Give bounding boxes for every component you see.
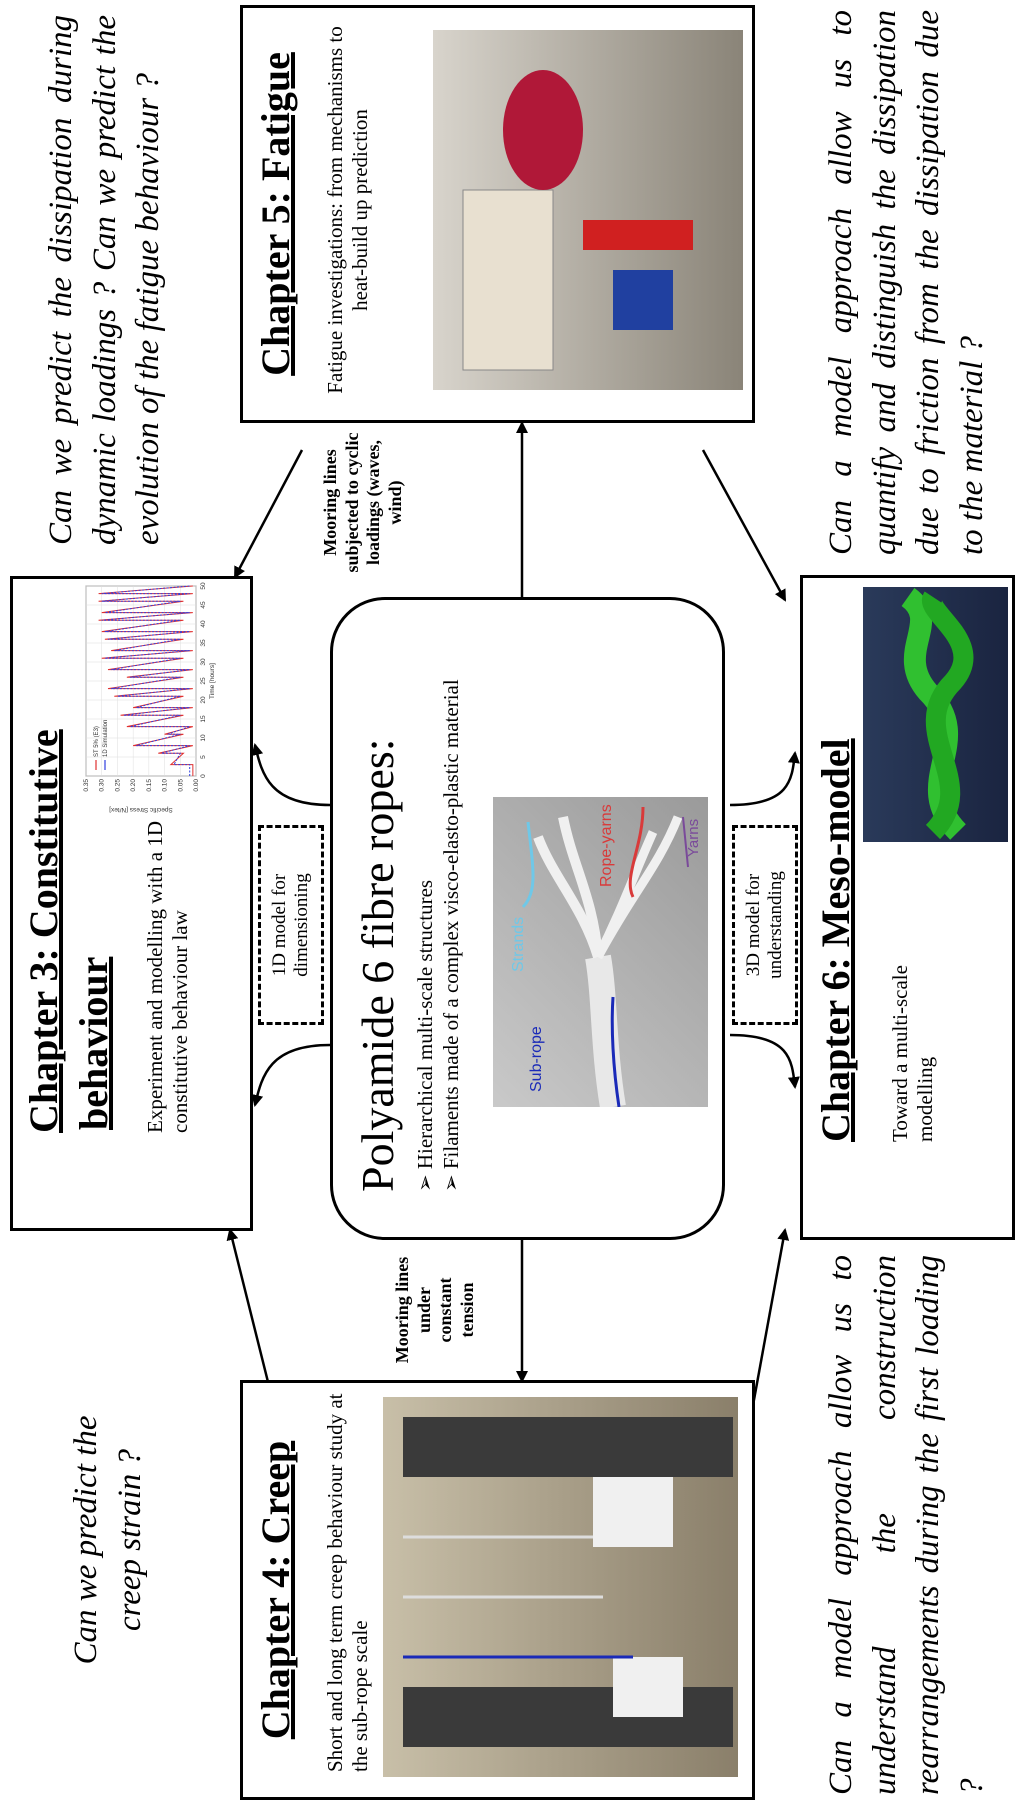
model-3d-box: 3D model for understanding [732, 825, 798, 1025]
meso-model-render [863, 587, 1008, 842]
chart-series-line-2 [101, 585, 191, 776]
chapter6-title: Chapter 6: Meso-model [813, 738, 858, 1142]
chapter5-box: Chapter 5: Fatigue Fatigue investigation… [240, 5, 755, 423]
question-construction: Can a model approach allow us to underst… [823, 1255, 990, 1795]
chart-legend-label: 1D Simulation [103, 720, 109, 757]
stress-time-chart: 0 5 10 15 20 25 30 35 40 45 50 0.00 0.05 0.10 0.15 0.20… [83, 582, 216, 813]
curve-1d-lower [251, 1043, 331, 1107]
label-sub-rope: Sub-rope [528, 1026, 545, 1092]
center-bullet-2: ➢ Filaments made of a complex visco-elas… [439, 679, 463, 1192]
label-rope-yarns: Rope-yarns [598, 804, 615, 887]
center-bullet-2-text: Filaments made of a complex visco-elasto… [439, 679, 463, 1170]
chart-x-axis-label: Time [hours] [209, 663, 216, 699]
chart-x-tick-label: 15 [200, 715, 207, 723]
chart-x-tick-label: 50 [200, 582, 207, 590]
curve-3d-lower [729, 1033, 800, 1089]
sub-rope-line [610, 996, 621, 1107]
chart-x-tick-label: 25 [200, 677, 207, 685]
chart-x-tick-label: 0 [200, 774, 207, 778]
creep-test-illustration [403, 1417, 733, 1747]
label-yarns: Yarns [685, 819, 702, 857]
chart-x-tick-label: 10 [200, 734, 207, 742]
chapter5-description: Fatigue investigations: from mechanisms … [323, 26, 373, 394]
chart-x-tick-label: 5 [200, 755, 207, 759]
chapter4-title: Chapter 4: Creep [253, 1440, 298, 1740]
chapter3-box: Chapter 3: Constitutive behaviour Experi… [10, 576, 253, 1231]
red-rope-coil [503, 70, 583, 190]
chart-y-axis-label: Specific Stress [N/tex] [109, 806, 173, 813]
chart-legend-label: ST 5% (E3) [94, 726, 100, 757]
curve-1d-upper [251, 743, 331, 807]
strands-line [521, 821, 535, 909]
label-cyclic-loadings: Mooring lines subjected to cyclic loadin… [320, 432, 405, 573]
chart-y-tick-label: 0.35 [83, 779, 90, 792]
chapter4-box: Chapter 4: Creep Short and long term cre… [240, 1380, 755, 1800]
center-bullet-1: ➢ Hierarchical multi-scale structures [413, 879, 437, 1192]
center-box: Polyamide 6 fibre ropes: ➢ Hierarchical … [330, 597, 725, 1240]
label-strands: Strands [510, 917, 527, 972]
meso-model-illustration [900, 588, 974, 840]
question-creep: Can we predict the creep strain ? [68, 1415, 148, 1665]
red-rope-specimen [583, 220, 693, 250]
strand-4 [594, 815, 683, 960]
fatigue-test-photo [433, 30, 743, 390]
chart-x-tick-label: 30 [200, 658, 207, 666]
rope-photo: Sub-rope Strands Rope-yarns Yarns [493, 797, 708, 1107]
chart-x-tick-label: 40 [200, 620, 207, 628]
chart-x-tick-label: 35 [200, 639, 207, 647]
chart-y-tick-label: 0.15 [146, 779, 153, 792]
label-constant-tension: Mooring lines under constant tension [392, 1256, 477, 1364]
camera [613, 270, 673, 330]
chapter3-description: Experiment and modelling with a 1D const… [143, 820, 193, 1133]
strand-2 [558, 816, 603, 958]
creep-test-photo [383, 1397, 738, 1777]
chart-x-tick-label: 45 [200, 601, 207, 609]
chart-y-tick-label: 0.00 [193, 779, 200, 792]
chart-y-tick-label: 0.05 [177, 779, 184, 792]
chart-y-tick-label: 0.30 [99, 779, 106, 792]
weight-box-2 [593, 1477, 673, 1547]
chapter4-description: Short and long term creep behaviour stud… [323, 1393, 373, 1772]
rope-illustration: Sub-rope Strands Rope-yarns Yarns [510, 804, 702, 1107]
chapter5-title: Chapter 5: Fatigue [253, 52, 298, 376]
question-friction: Can a model approach allow us to quantif… [823, 10, 990, 555]
yarns-marker [682, 816, 689, 868]
model-1d-box: 1D model for dimensioning [258, 825, 324, 1025]
question-dissipation: Can we predict the dissipation during dy… [43, 15, 167, 545]
meso-strand-2 [922, 591, 974, 840]
curve-3d-upper [729, 751, 800, 807]
chart-y-tick-label: 0.25 [114, 779, 121, 792]
chart-x-tick-label: 20 [200, 696, 207, 704]
fatigue-rig [462, 189, 554, 371]
chart-y-tick-label: 0.20 [130, 779, 137, 792]
chart-y-tick-label: 0.10 [162, 779, 169, 792]
test-frame-right [403, 1417, 733, 1477]
chapter6-description: Toward a multi-scale modelling [888, 965, 938, 1142]
fatigue-test-illustration [462, 70, 693, 371]
rope-yarns-line [628, 806, 645, 898]
arrow-ch5-to-ch3 [233, 449, 304, 579]
arrow-ch5-to-ch6 [701, 449, 787, 602]
chapter3-title-line1: Chapter 3: Constitutive [21, 729, 66, 1133]
rope-main-body [585, 954, 626, 1107]
center-bullet-1-text: Hierarchical multi-scale structures [413, 879, 437, 1170]
test-frame-left [403, 1687, 733, 1747]
weight-box-1 [613, 1657, 683, 1717]
meso-strand-1 [900, 588, 967, 840]
chapter6-box: Chapter 6: Meso-model Toward a multi-sca… [800, 575, 1015, 1240]
center-title: Polyamide 6 fibre ropes: [352, 738, 403, 1192]
